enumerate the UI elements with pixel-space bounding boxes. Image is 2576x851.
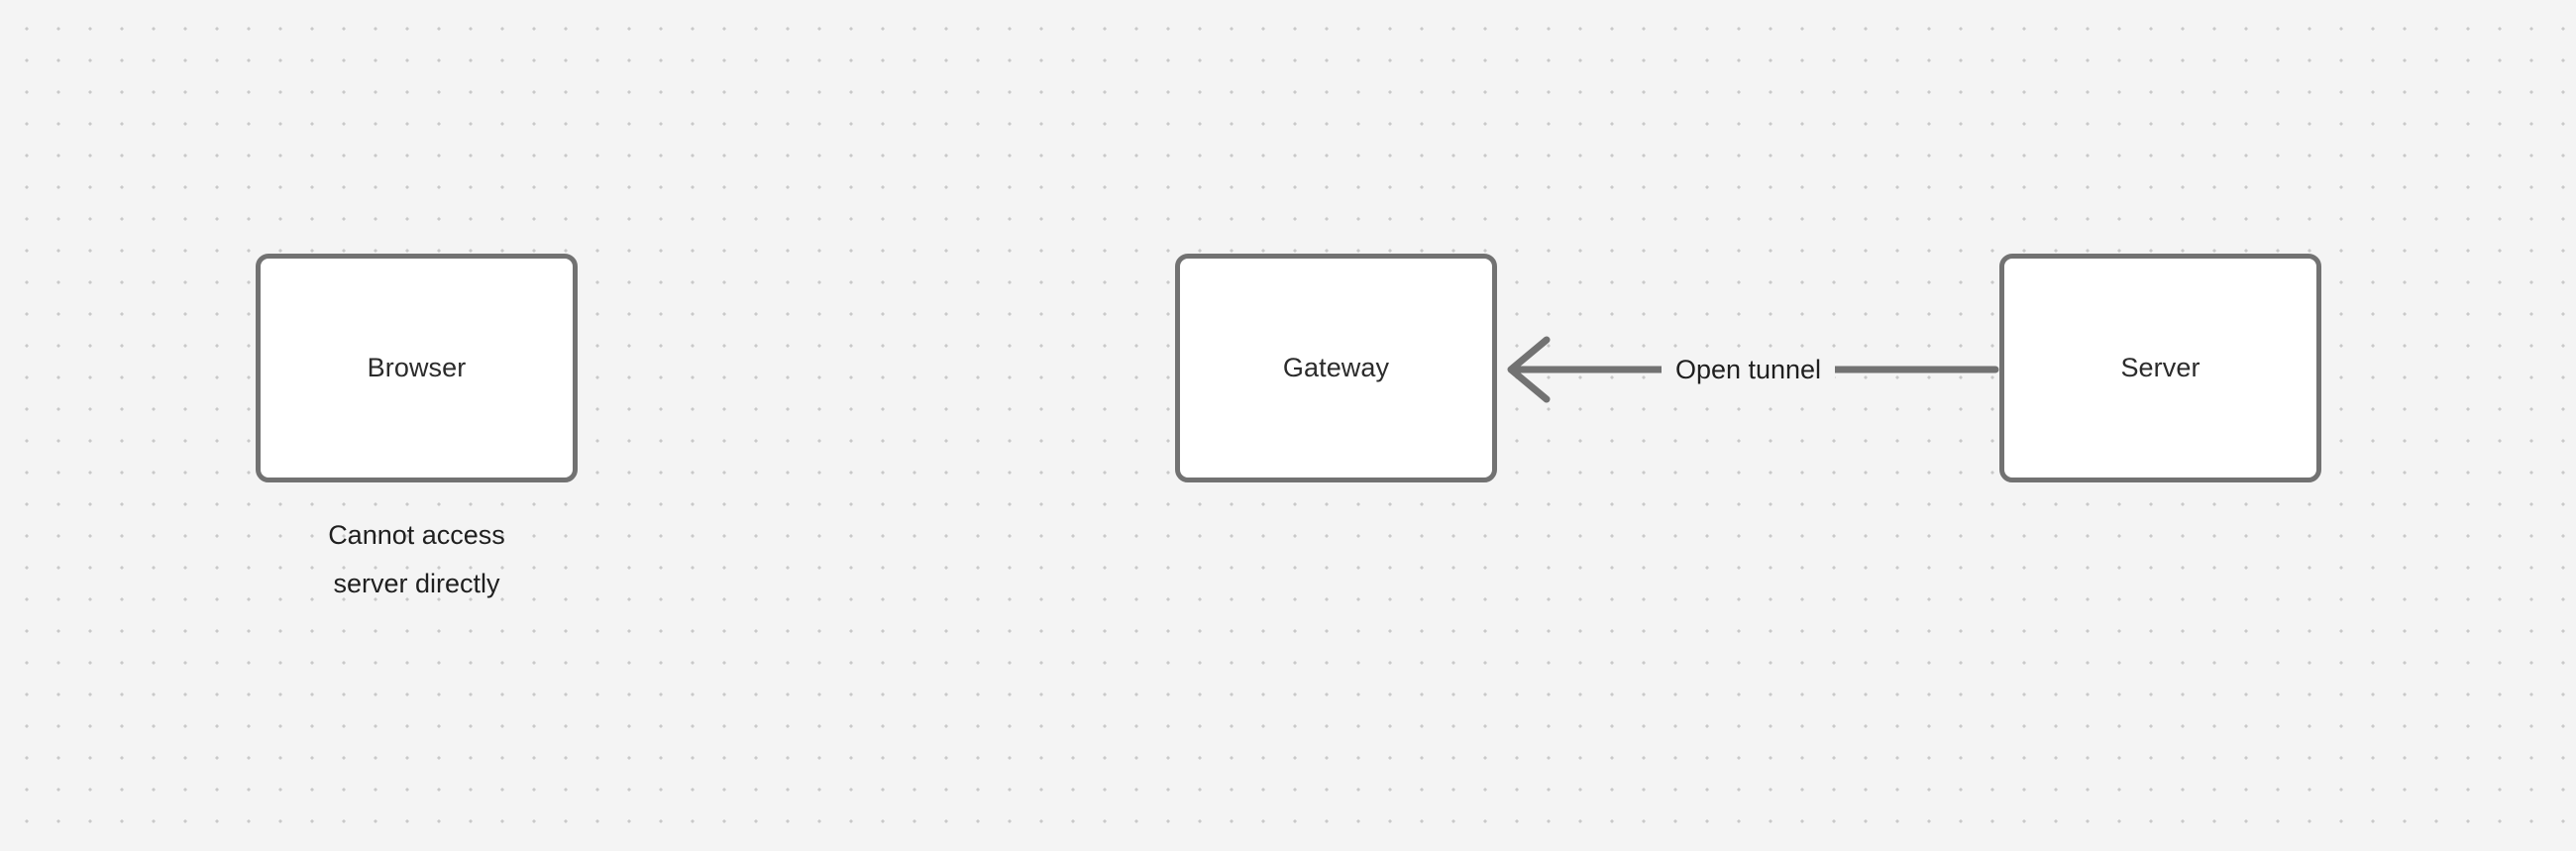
node-browser-label: Browser bbox=[367, 353, 467, 382]
arrowhead-left-icon bbox=[1507, 336, 1551, 403]
browser-note-line-2: server directly bbox=[333, 569, 500, 598]
node-server[interactable]: Server bbox=[1999, 254, 2321, 482]
browser-note-line-1: Cannot access bbox=[328, 520, 505, 550]
node-gateway-label: Gateway bbox=[1282, 353, 1390, 382]
browser-note: Cannot access server directly bbox=[256, 511, 578, 608]
edge-open-tunnel[interactable]: Open tunnel bbox=[1497, 327, 1999, 412]
node-browser[interactable]: Browser bbox=[256, 254, 578, 482]
node-gateway[interactable]: Gateway bbox=[1175, 254, 1497, 482]
node-server-label: Server bbox=[2120, 353, 2200, 382]
